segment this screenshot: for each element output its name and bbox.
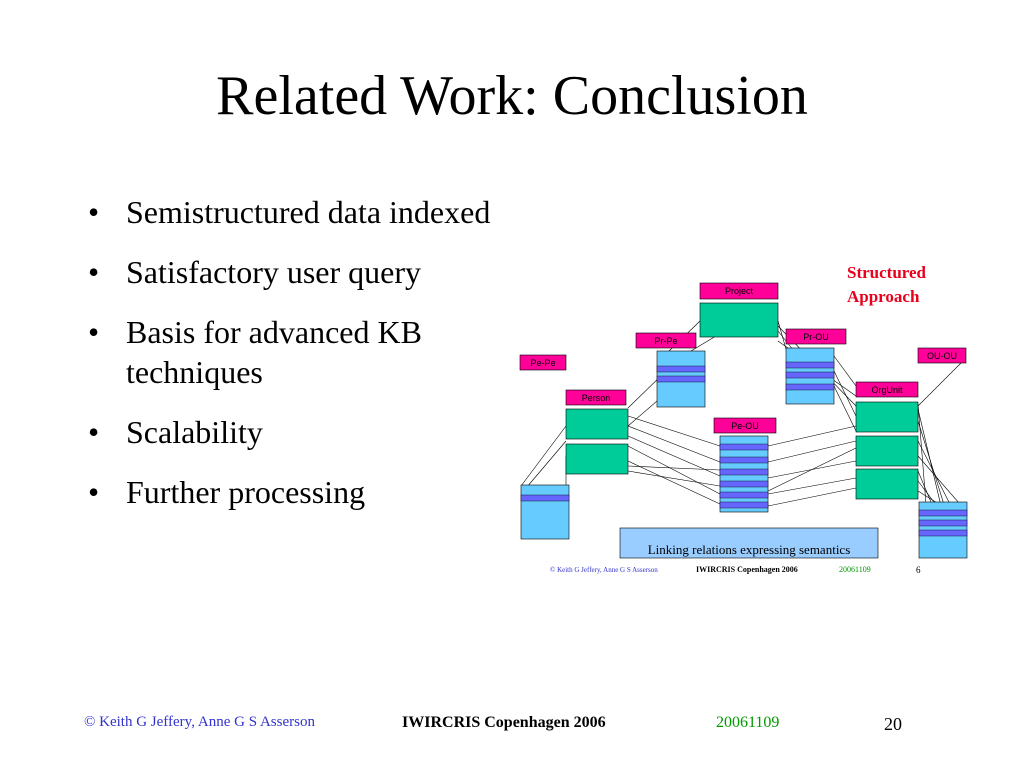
pe-pe-label: Pe-Pe [530, 358, 555, 368]
bullet-item: •Further processing [88, 474, 366, 510]
inner-footer-conference: IWIRCRIS Copenhagen 2006 [696, 565, 798, 574]
ou-ou-label: OU-OU [927, 351, 957, 361]
footer-page-number: 20 [884, 714, 902, 734]
ou-ou-label-box [917, 347, 967, 364]
inner-footer-author: © Keith G Jeffery, Anne G S Asserson [550, 566, 658, 574]
annotation-line-1: Structured [847, 266, 927, 282]
orgunit-label: OrgUnit [871, 385, 903, 395]
project-label-box [699, 282, 779, 300]
pr-ou-label: Pr-OU [803, 332, 829, 342]
person-table-2 [565, 443, 629, 475]
inner-footer-date: 20061109 [839, 565, 871, 574]
footer-date: 20061109 [716, 714, 780, 731]
bullet-item: •Scalability [88, 414, 263, 450]
person-table-1 [565, 408, 629, 440]
project-label: Project [725, 286, 754, 296]
slide-title: Related Work: Conclusion [216, 65, 808, 127]
pr-pe-label: Pr-Pe [654, 336, 677, 346]
annotation-line-2: Approach [847, 287, 920, 306]
pe-pe-table [520, 484, 570, 540]
structured-approach-diagram: Structured Approach Project Pr-Pe Pr-OU … [519, 266, 968, 575]
caption-box [619, 527, 879, 559]
footer-conference: IWIRCRIS Copenhagen 2006 [402, 714, 606, 731]
bullet-item: •Satisfactory user query [88, 254, 422, 290]
pe-ou-label: Pe-OU [731, 421, 759, 431]
orgunit-label-box [855, 381, 919, 398]
orgunit-table-3 [855, 468, 919, 500]
orgunit-table-1 [855, 401, 919, 433]
footer-author: © Keith G Jeffery, Anne G S Asserson [84, 714, 315, 730]
inner-footer-page: 6 [916, 565, 921, 575]
pe-ou-label-box [713, 417, 777, 434]
pe-pe-label-box [519, 354, 567, 371]
bullet-item: •Semistructured data indexed [88, 194, 491, 230]
person-label: Person [582, 393, 611, 403]
pr-pe-label-box [635, 332, 697, 349]
pr-ou-label-box [785, 328, 847, 345]
bullet-item: •Basis for advanced KB techniques [88, 314, 422, 390]
orgunit-table-2 [855, 435, 919, 467]
caption-text: Linking relations expressing semantics [648, 542, 851, 557]
project-table [699, 302, 779, 338]
bullet-list: •Semistructured data indexed •Satisfacto… [88, 192, 508, 532]
person-label-box [565, 389, 627, 406]
